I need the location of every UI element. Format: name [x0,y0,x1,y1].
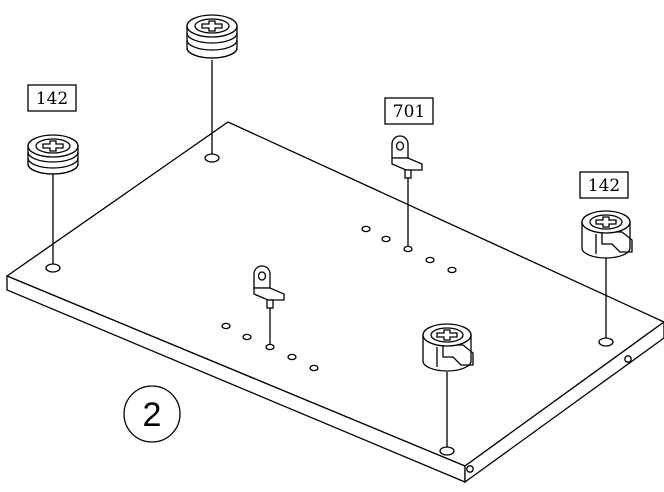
part-number-text: 142 [588,176,620,196]
cam-housing-icon [422,323,474,372]
step-badge: 2 [123,385,181,443]
guide-lines [52,60,607,447]
part-label-left: 142 [27,84,77,112]
cam-lock-icon [27,134,79,175]
shelf-pin-icon [391,135,423,179]
part-label-center: 701 [384,97,434,125]
cam-housing-icon [581,210,633,259]
cam-lock-icon [186,14,238,59]
part-number-text: 142 [36,89,68,109]
step-number: 2 [143,396,162,434]
panel-board [5,121,664,484]
shelf-pin-icon [253,265,285,309]
part-number-text: 701 [393,102,425,122]
part-label-right: 142 [579,171,629,199]
shelf-pin-holes [221,225,457,372]
